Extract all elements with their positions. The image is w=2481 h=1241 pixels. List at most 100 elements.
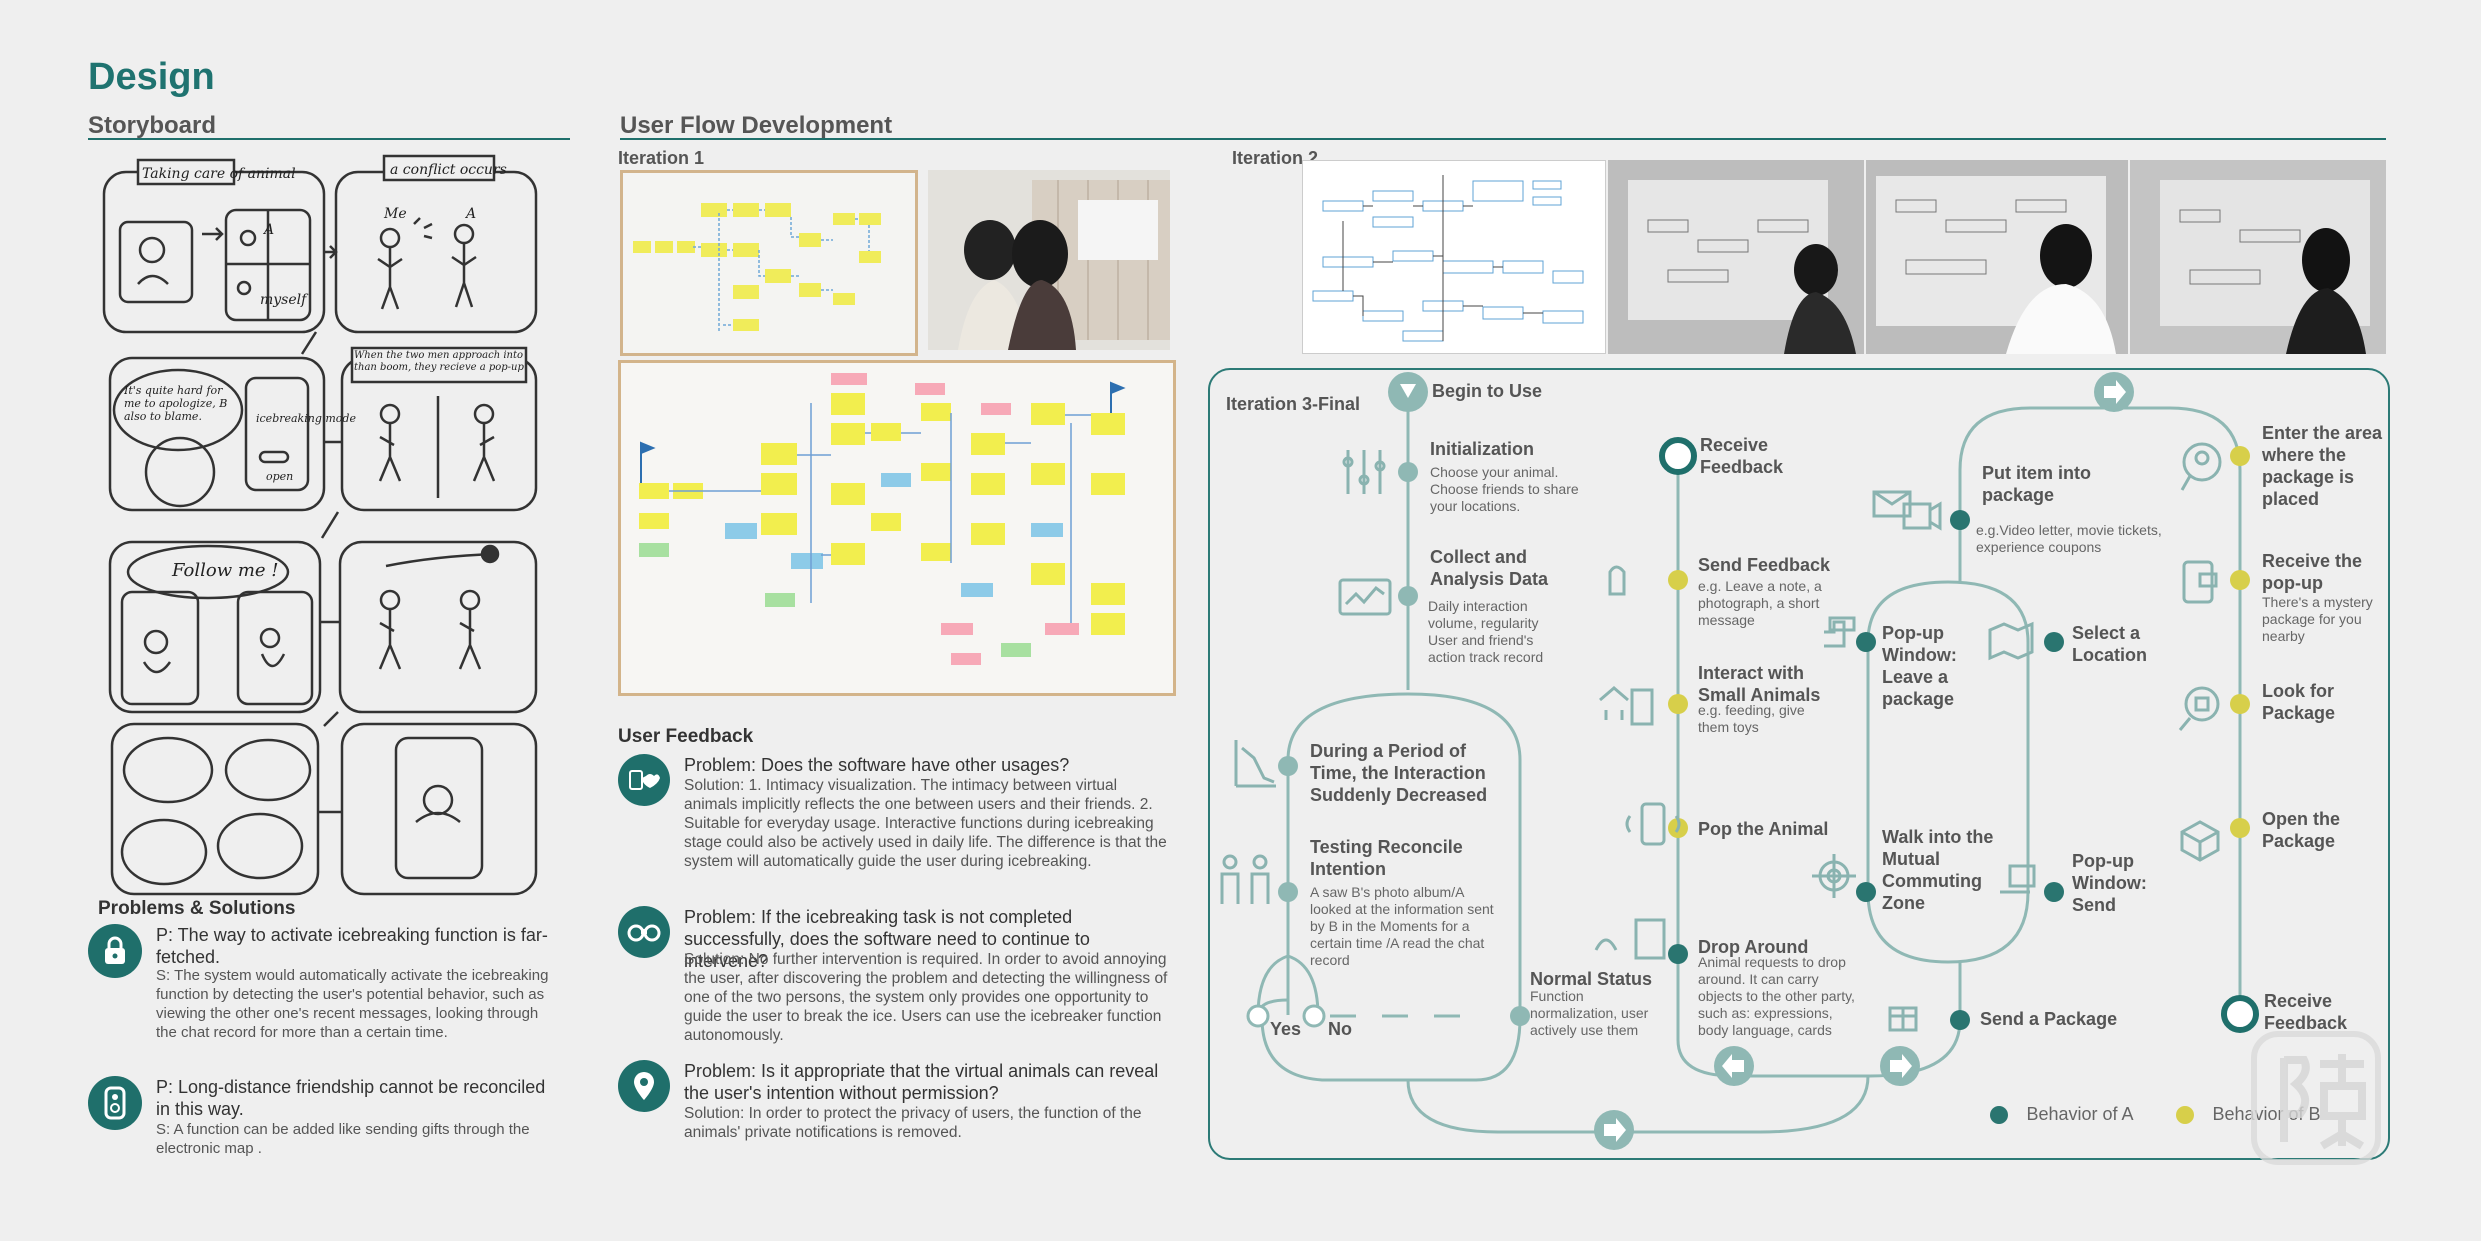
- yes-label: Yes: [1270, 1019, 1302, 1039]
- receive-feedback-2: Receive Feedback: [2264, 991, 2348, 1033]
- iteration-3-label: Iteration 3-Final: [1226, 394, 1361, 414]
- drop-around-title: Drop Around: [1698, 937, 1809, 957]
- phone-popup-icon: [2182, 560, 2218, 604]
- panel1-label-myself: myself: [260, 292, 309, 308]
- testing-desc: A saw B's photo album/A looked at the in…: [1310, 884, 1494, 968]
- iteration2-flowchart-image: [1302, 160, 1606, 354]
- testing-title: Testing Reconcile Intention: [1310, 837, 1463, 879]
- hand-phone-icon: [1824, 616, 1856, 648]
- look-package-title: Look for Package: [2262, 681, 2336, 723]
- solution-1-text: S: The system would automatically activa…: [156, 967, 549, 1041]
- mobile-tree-icon: [1599, 686, 1654, 726]
- receive-feedback-1: Receive Feedback: [1700, 435, 1784, 477]
- feedback-heading: User Feedback: [618, 726, 754, 747]
- send-package-title: Send a Package: [1980, 1009, 2118, 1029]
- legend-a-dot: [1990, 1105, 2008, 1124]
- storyboard-panel-5: [108, 540, 322, 714]
- problem-1-text: P: The way to activate icebreaking funct…: [156, 925, 548, 967]
- receive-popup-desc: There's a mystery package for you nearby: [2262, 594, 2373, 644]
- storyboard-rule: [88, 138, 570, 140]
- no-label: No: [1328, 1019, 1352, 1039]
- seal-watermark: [2251, 1031, 2381, 1165]
- put-item-title: Put item into package: [1982, 463, 2091, 505]
- panel3-phone-open: open: [266, 470, 293, 483]
- panel3-text: It's quite hard for me to apologize, B a…: [124, 384, 228, 423]
- storyboard-sketch: Taking care of animal A myself a conflic…: [102, 154, 538, 896]
- begin-label: Begin to Use: [1432, 381, 1543, 401]
- collect-title: Collect and Analysis Data: [1430, 547, 1549, 589]
- storyboard-panel-3: [108, 356, 326, 512]
- panel4-caption: When the two men approach into than boom…: [354, 350, 524, 373]
- map-icon: [1988, 621, 2034, 661]
- panel1-caption: Taking care of animal: [142, 166, 296, 182]
- iteration2-photo-2: [1866, 160, 2128, 354]
- binoculars-icon: [618, 906, 670, 958]
- mobile-icon: [1625, 802, 1681, 846]
- panel2-caption: a conflict occurs: [390, 162, 507, 178]
- feedback-3-solution: Solution: In order to protect the privac…: [684, 1105, 1142, 1141]
- legend-a-text: Behavior of A: [2026, 1104, 2134, 1124]
- drop-around-desc: Animal requests to drop around. It can c…: [1698, 954, 1855, 1038]
- location-search-icon: [2180, 442, 2222, 491]
- legend-b-text: Behavior of B: [2212, 1104, 2321, 1124]
- legend-a: Behavior of A: [1990, 1104, 2134, 1125]
- location-icon: [618, 1060, 670, 1112]
- solution-2-text: S: A function can be added like sending …: [156, 1121, 530, 1157]
- iteration1-large-board-photo: [618, 360, 1176, 696]
- interact-title: Interact with Small Animals: [1698, 663, 1821, 705]
- send-feedback-desc: e.g. Leave a note, a photograph, a short…: [1698, 578, 1822, 628]
- decline-chart-icon: [1234, 740, 1276, 788]
- open-box-icon: [2180, 820, 2220, 862]
- legend-b: Behavior of B: [2176, 1104, 2321, 1125]
- iteration1-user-photo: [928, 170, 1170, 350]
- target-icon: [1812, 854, 1856, 898]
- iteration2-photo-3: [2130, 160, 2386, 354]
- panel3-phone-mode: icebreaking mode: [256, 412, 356, 425]
- select-location-title: Select a Location: [2072, 623, 2147, 665]
- problems-heading: Problems & Solutions: [98, 898, 296, 919]
- userflow-heading: User Flow Development: [620, 112, 893, 139]
- storyboard-panel-6: [338, 540, 538, 714]
- init-desc: Choose your animal. Choose friends to sh…: [1430, 464, 1579, 514]
- popup-leave-title: Pop-up Window: Leave a package: [1882, 623, 1957, 709]
- open-package-title: Open the Package: [2262, 809, 2341, 851]
- interact-desc: e.g. feeding, give them toys: [1698, 702, 1805, 735]
- monitor-chart-icon: [1338, 578, 1392, 616]
- feedback-2-solution: Solution: No further intervention is req…: [684, 951, 1168, 1044]
- magnify-package-icon: [2178, 686, 2220, 731]
- mail-video-icon: [1872, 490, 1942, 531]
- panel2-label-a: A: [464, 206, 476, 222]
- feedback-1-problem: Problem: Does the software have other us…: [684, 755, 1070, 775]
- feedback-2-problem: Problem: If the icebreaking task is not …: [684, 907, 1090, 971]
- legend-b-dot: [2176, 1105, 2194, 1124]
- feedback-1-solution: Solution: 1. Intimacy visualization. The…: [684, 777, 1167, 870]
- popup-send-title: Pop-up Window: Send: [2072, 851, 2147, 915]
- panel5-text: Follow me !: [171, 560, 279, 581]
- storyboard-panel-7: [110, 722, 320, 896]
- period-title: During a Period of Time, the Interaction…: [1310, 741, 1488, 805]
- normal-desc: Function normalization, user actively us…: [1530, 988, 1649, 1038]
- map-pin-icon: [88, 1076, 142, 1130]
- put-item-desc: e.g.Video letter, movie tickets, experie…: [1976, 522, 2162, 555]
- iteration3-flow-box: [1208, 368, 2390, 1160]
- feedback-item-1: Problem: Does the software have other us…: [618, 754, 1174, 904]
- collect-desc: Daily interaction volume, regularity Use…: [1428, 598, 1544, 665]
- walk-zone-title: Walk into the Mutual Commuting Zone: [1882, 827, 1994, 913]
- gift-hand-icon: [2000, 864, 2036, 894]
- cat-icon: [1608, 565, 1626, 596]
- feedback-item-2: Problem: If the icebreaking task is not …: [618, 906, 1174, 1056]
- iteration-2-label: Iteration 2: [1232, 148, 1319, 168]
- panel2-label-me: Me: [383, 206, 407, 222]
- storyboard-panel-8: [340, 722, 538, 896]
- enter-area-title: Enter the area where the package is plac…: [2262, 423, 2383, 509]
- feedback-item-3: Problem: Is it appropriate that the virt…: [618, 1060, 1174, 1150]
- send-feedback-title: Send Feedback: [1698, 555, 1831, 575]
- sliders-icon: [1342, 450, 1386, 494]
- problem-item-2: P: Long-distance friendship cannot be re…: [88, 1076, 568, 1166]
- feedback-3-problem: Problem: Is it appropriate that the virt…: [684, 1061, 1159, 1103]
- people-icon: [1220, 854, 1270, 904]
- receive-popup-title: Receive the pop-up: [2262, 551, 2363, 593]
- iteration2-photo-1: [1608, 160, 1864, 354]
- lock-icon: [88, 924, 142, 978]
